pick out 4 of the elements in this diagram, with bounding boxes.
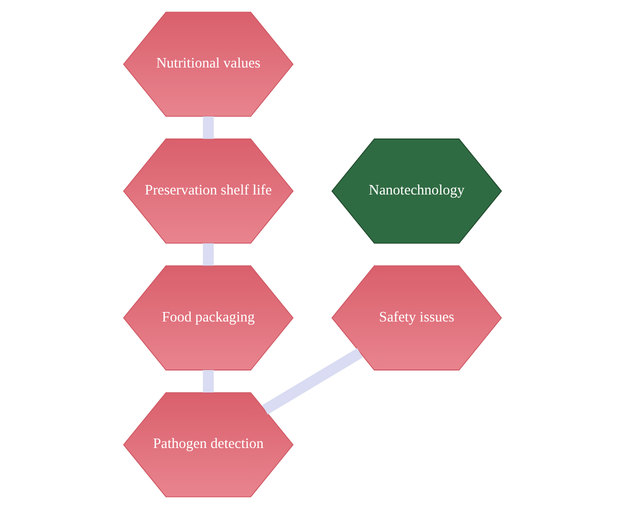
connector [262,348,362,414]
connector [202,370,214,392]
connector [202,116,214,139]
connector [202,243,214,266]
